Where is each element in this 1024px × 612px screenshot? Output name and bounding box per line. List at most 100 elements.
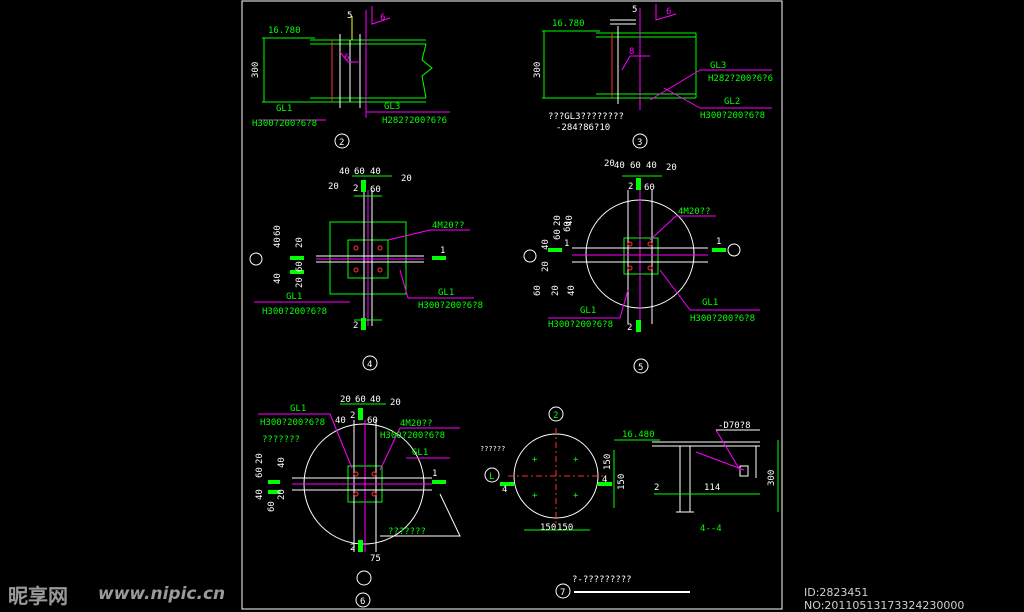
d5-spec-b: H300?200?6?8 bbox=[690, 314, 755, 324]
s44-title: 4--4 bbox=[700, 524, 722, 534]
d5-left-dim-8: 20 bbox=[551, 285, 561, 296]
d4-left-dim-1: 40 bbox=[273, 237, 283, 248]
svg-text:+: + bbox=[532, 455, 538, 465]
d2-gl3-spec: H282?200?6?6 bbox=[382, 116, 447, 126]
d4-dim-20b: 20 bbox=[328, 182, 339, 192]
d7-title: ?-????????? bbox=[572, 575, 632, 585]
d5-top-dim-3: 40 bbox=[646, 161, 657, 171]
d3-number: 3 bbox=[637, 138, 642, 148]
d6-top-dim-1: 20 bbox=[340, 395, 351, 405]
d6-dim-40: 40 bbox=[335, 416, 346, 426]
d6-cut-2-top: 2 bbox=[350, 411, 355, 421]
d3-gl2: GL2 bbox=[724, 97, 740, 107]
s44-elev: 16.480 bbox=[622, 430, 655, 440]
s44-spec: -D70?8 bbox=[718, 421, 751, 431]
d3-gl3: GL3 bbox=[710, 61, 726, 71]
s44-height: 300 bbox=[767, 470, 777, 486]
d4-gl1-a: GL1 bbox=[286, 292, 302, 302]
d3-note2: -284?86?10 bbox=[556, 123, 610, 133]
d5-cut-2-top: 2 bbox=[628, 182, 633, 192]
d5-left-dim-2: 60 bbox=[553, 229, 563, 240]
d3-elev: 16.780 bbox=[552, 19, 585, 29]
svg-text:+: + bbox=[573, 491, 579, 501]
d5-left-dim-6: 20 bbox=[541, 261, 551, 272]
s44-dim-114: 114 bbox=[704, 483, 720, 493]
d4-top-dim-2: 60 bbox=[354, 167, 365, 177]
d5-left-dim-4: 20 bbox=[553, 215, 563, 226]
d4-spec-b: H300?200?6?8 bbox=[418, 301, 483, 311]
d4-spec-a: H300?200?6?8 bbox=[262, 307, 327, 317]
d5-cut-1-right: 1 bbox=[716, 237, 721, 247]
d6-spec-a: H300?200?6?8 bbox=[260, 418, 325, 428]
d4-top-dim-3: 40 bbox=[370, 167, 381, 177]
d4-left-dim-6: 20 bbox=[295, 277, 305, 288]
d5-dim-20a: 20 bbox=[604, 159, 615, 169]
d7-dim-150c: 150 bbox=[603, 454, 613, 470]
detail-5: 40 60 40 20 20 60 2 2 1 1 4M20?? 40 60 4… bbox=[523, 159, 760, 374]
d2-gl1-spec: H300?200?6?8 bbox=[252, 119, 317, 129]
d6-left-dim-5: 60 bbox=[267, 501, 277, 512]
d7-mark-4a: 4 bbox=[502, 485, 507, 495]
d7-dim-150d: 150 bbox=[617, 474, 627, 490]
d3-gl2-spec: H300?200?6?8 bbox=[700, 111, 765, 121]
d5-dim-60: 60 bbox=[644, 183, 655, 193]
d4-gl1-b: GL1 bbox=[438, 288, 454, 298]
detail-2: 16.780 300 5 6 6 GL1 H300?200?6?8 GL3 H2… bbox=[251, 6, 450, 149]
d5-top-dim-1: 40 bbox=[614, 161, 625, 171]
d6-dim-60: 60 bbox=[367, 416, 378, 426]
d5-left-dim-1: 40 bbox=[541, 239, 551, 250]
d2-gl1: GL1 bbox=[276, 104, 292, 114]
d6-number: 6 bbox=[360, 597, 365, 607]
d7-plate-label: ?????? bbox=[480, 445, 505, 453]
d5-left-dim-7: 60 bbox=[533, 285, 543, 296]
d7-mark-4b: 4 bbox=[602, 475, 607, 485]
d5-top-dim-2: 60 bbox=[630, 161, 641, 171]
d6-top-dim-3: 40 bbox=[370, 395, 381, 405]
d4-cut-2-bot: 2 bbox=[353, 321, 358, 331]
d5-left-dim-3: 40 bbox=[565, 215, 575, 226]
section-4-4: 16.480 -D70?8 300 2 114 4--4 bbox=[614, 421, 779, 534]
d5-bolt: 4M20?? bbox=[678, 207, 711, 217]
d6-top-dim-2: 60 bbox=[355, 395, 366, 405]
d3-note1: ???GL3???????? bbox=[548, 112, 624, 122]
watermark-logo: 昵享网 bbox=[8, 584, 68, 608]
d7-top-ref: 2 bbox=[553, 411, 558, 421]
d5-left-dim-5: 60 bbox=[563, 221, 573, 232]
d6-left-dim-6: 20 bbox=[277, 489, 287, 500]
d2-height: 300 bbox=[251, 62, 261, 78]
svg-text:+: + bbox=[573, 455, 579, 465]
d3-weld-a: 5 bbox=[632, 5, 637, 15]
d4-left-dim-2: 60 bbox=[273, 225, 283, 236]
d7-number: 7 bbox=[560, 588, 565, 598]
drawing-frame bbox=[241, 0, 783, 610]
d3-gl3-spec: H282?200?6?6 bbox=[708, 74, 773, 84]
d6-bolt: 4M20?? bbox=[400, 419, 433, 429]
d4-cut-2-top: 2 bbox=[353, 184, 358, 194]
d2-elev: 16.780 bbox=[268, 26, 301, 36]
d7-left-ref: L bbox=[489, 472, 494, 482]
d6-note-b: ??????? bbox=[388, 527, 426, 537]
d5-dim-20b: 20 bbox=[666, 163, 677, 173]
d6-left-dim-1: 40 bbox=[255, 489, 265, 500]
d3-weld-b: 6 bbox=[666, 7, 671, 17]
detail-7: + + + + 2 L 4 4 ?????? 150 150 150 150 7… bbox=[480, 406, 690, 599]
d3-height: 300 bbox=[533, 62, 543, 78]
d6-dim-75: 75 bbox=[370, 554, 381, 564]
d5-number: 5 bbox=[638, 363, 643, 373]
d2-weld-b: 6 bbox=[380, 13, 385, 23]
detail-3: 16.780 300 5 6 8 GL3 H282?200?6?6 GL2 H3… bbox=[533, 4, 773, 149]
d2-weld-a: 5 bbox=[347, 11, 352, 21]
detail-6: 20 60 40 20 40 60 2 2 1 4M20?? H300?200?… bbox=[255, 395, 461, 608]
detail-4: 40 60 40 20 20 60 2 2 1 4M20?? 40 60 40 … bbox=[249, 167, 483, 371]
d6-left-dim-3: 20 bbox=[255, 453, 265, 464]
d5-cut-2-bot: 2 bbox=[627, 323, 632, 333]
d4-bolt: 4M20?? bbox=[432, 221, 465, 231]
d6-left-dim-4: 40 bbox=[277, 457, 287, 468]
d7-dim-150a: 150 bbox=[540, 523, 556, 533]
d4-left-dim-3: 40 bbox=[273, 273, 283, 284]
d6-gl1-a: GL1 bbox=[290, 404, 306, 414]
d6-bolt-spec: H300?200?6?8 bbox=[380, 431, 445, 441]
d6-gl1-b: GL1 bbox=[412, 448, 428, 458]
watermark-url: www.nipic.cn bbox=[98, 584, 226, 604]
